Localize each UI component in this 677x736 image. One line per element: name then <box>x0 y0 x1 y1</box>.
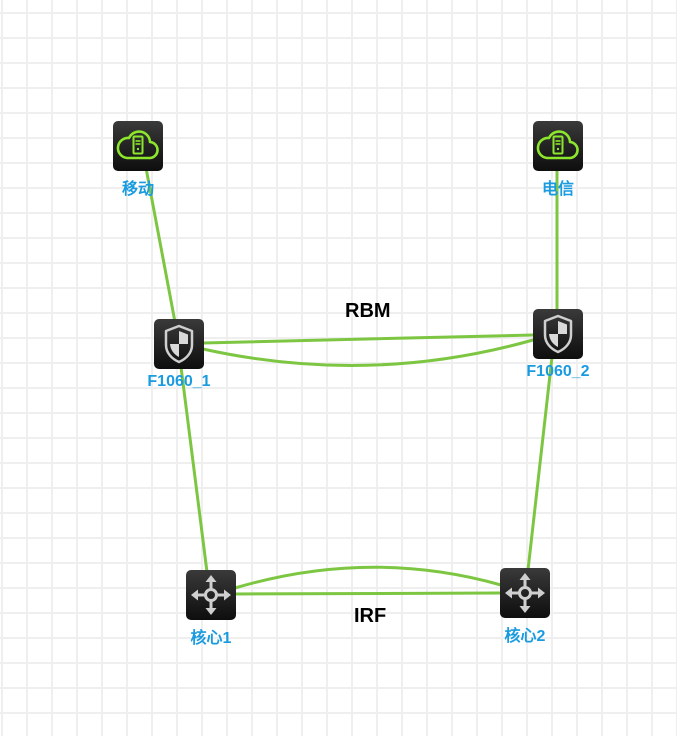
node-core2[interactable]: 核心2 <box>500 568 550 645</box>
node-label: F1060_1 <box>147 373 211 390</box>
core-switch-arrows-icon[interactable] <box>500 568 550 618</box>
node-core1[interactable]: 核心1 <box>186 570 236 647</box>
node-label: F1060_2 <box>526 363 590 380</box>
node-yidong[interactable]: 移动 <box>113 121 163 198</box>
node-f1060-2[interactable]: F1060_2 <box>526 309 590 380</box>
link-label-rbm: RBM <box>345 300 391 322</box>
node-label: 电信 <box>541 181 574 198</box>
link-irf-curved[interactable] <box>233 565 503 590</box>
link-f1060-1-core1[interactable] <box>179 365 209 574</box>
firewall-shield-icon[interactable] <box>154 319 204 369</box>
link-irf-straight[interactable] <box>233 591 503 596</box>
node-f1060-1[interactable]: F1060_1 <box>147 319 211 390</box>
node-label: 核心2 <box>504 628 546 645</box>
node-label: 移动 <box>121 181 154 198</box>
core-switch-arrows-icon[interactable] <box>186 570 236 620</box>
cloud-server-icon[interactable] <box>533 121 583 171</box>
link-yidong-f1060-1[interactable] <box>144 166 177 324</box>
link-rbm-straight[interactable] <box>201 333 535 345</box>
link-label-irf: IRF <box>354 605 387 627</box>
node-dianxin[interactable]: 电信 <box>533 121 583 198</box>
cloud-server-icon[interactable] <box>113 121 163 171</box>
link-f1060-2-core2[interactable] <box>526 355 554 572</box>
firewall-shield-icon[interactable] <box>533 309 583 359</box>
node-label: 核心1 <box>190 630 232 647</box>
link-rbm-curved[interactable] <box>201 338 535 367</box>
